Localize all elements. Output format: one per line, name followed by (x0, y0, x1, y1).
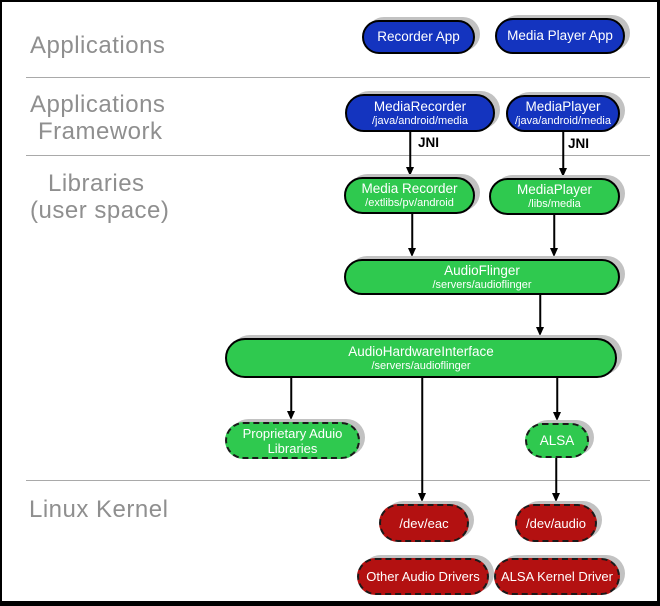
arrowhead-icon (559, 168, 567, 177)
node-alsa-kernel-driver: ALSA Kernel Driver (494, 558, 620, 595)
arrow-shaft (555, 458, 557, 495)
arrow-mediaplayer-to-audioflinger (549, 215, 559, 257)
node-media-player-app-title: Media Player App (507, 28, 613, 43)
arrow-shaft (556, 378, 558, 414)
arrow-ahi-to-alsa (552, 378, 562, 421)
node-audiohardwareinterface-title: AudioHardwareInterface (348, 343, 494, 359)
layer-label-framework-line1: Applications (30, 91, 166, 118)
node-mediaplayer-framework: MediaPlayer /java/android/media (506, 95, 620, 132)
layer-label-framework-line2: Framework (38, 118, 163, 145)
arrow-shaft (539, 295, 541, 329)
node-other-audio-drivers: Other Audio Drivers (357, 558, 489, 595)
node-proprietary-line2: Libraries (267, 440, 318, 456)
node-proprietary-audio-libraries: Proprietary Aduio Libraries (225, 422, 360, 459)
arrowhead-icon (536, 327, 544, 336)
node-mediarecorder-framework: MediaRecorder /java/android/media (345, 94, 495, 132)
node-alsa-title: ALSA (539, 432, 575, 448)
node-media-player-app: Media Player App (495, 18, 625, 54)
node-dev-eac: /dev/eac (379, 504, 469, 542)
arrow-shaft (411, 214, 413, 250)
arrow-ahi-to-proprietary (286, 378, 296, 420)
arrow-alsa-to-dev-audio (551, 458, 561, 502)
node-mediaplayer-framework-path: /java/android/media (514, 115, 611, 127)
node-mediaplayer-library-title: MediaPlayer (516, 182, 593, 197)
node-audioflinger-title: AudioFlinger (444, 262, 520, 278)
node-other-audio-drivers-title: Other Audio Drivers (366, 569, 480, 584)
edge-label-jni-right: JNI (568, 136, 590, 151)
edge-label-jni-left: JNI (418, 135, 440, 150)
arrow-shaft (421, 378, 423, 495)
arrow-ahi-to-dev-eac (417, 378, 427, 502)
layer-label-applications: Applications (30, 32, 166, 59)
node-audioflinger-path: /servers/audioflinger (432, 278, 532, 291)
arrowhead-icon (287, 411, 295, 420)
arrowhead-icon (553, 412, 561, 421)
arrow-mediarecorder-jni (405, 132, 415, 176)
layer-label-libraries-line2: (user space) (30, 197, 170, 224)
arrow-shaft (409, 132, 411, 169)
node-alsa: ALSA (525, 423, 589, 458)
separator-framework-libraries (26, 155, 650, 156)
node-dev-eac-title: /dev/eac (399, 515, 449, 531)
node-mediaplayer-library: MediaPlayer /libs/media (489, 178, 620, 215)
arrowhead-icon (406, 167, 414, 176)
node-recorder-app-title: Recorder App (377, 29, 460, 44)
node-proprietary-line1: Proprietary Aduio (242, 425, 343, 441)
node-audiohardwareinterface-path: /servers/audioflinger (371, 359, 471, 372)
node-mediarecorder-framework-path: /java/android/media (371, 114, 468, 127)
node-alsa-kernel-driver-title: ALSA Kernel Driver (501, 569, 613, 584)
separator-applications-framework (26, 77, 650, 78)
node-mediaplayer-library-path: /libs/media (528, 198, 581, 210)
node-media-recorder-library: Media Recorder /extlibs/pv/android (344, 177, 475, 214)
separator-libraries-kernel (26, 480, 650, 481)
arrowhead-icon (552, 493, 560, 502)
arrow-shaft (562, 132, 564, 170)
layer-label-libraries-line1: Libraries (48, 170, 145, 197)
arrow-mediaplayer-jni (558, 132, 568, 177)
node-audioflinger: AudioFlinger /servers/audioflinger (344, 259, 620, 295)
arrow-mediarecorder-to-audioflinger (407, 214, 417, 257)
node-recorder-app: Recorder App (362, 20, 475, 54)
node-dev-audio: /dev/audio (515, 504, 597, 542)
node-media-recorder-library-title: Media Recorder (361, 181, 458, 196)
arrowhead-icon (418, 493, 426, 502)
node-mediaplayer-framework-title: MediaPlayer (525, 99, 601, 114)
arrow-shaft (290, 378, 292, 413)
node-audiohardwareinterface: AudioHardwareInterface /servers/audiofli… (225, 338, 617, 378)
arrow-audioflinger-to-ahi (535, 295, 545, 336)
node-mediarecorder-framework-title: MediaRecorder (373, 98, 467, 114)
node-dev-audio-title: /dev/audio (526, 515, 586, 531)
arrow-shaft (553, 215, 555, 250)
layer-label-linux-kernel: Linux Kernel (29, 496, 169, 523)
node-media-recorder-library-path: /extlibs/pv/android (365, 197, 454, 209)
arrowhead-icon (408, 248, 416, 257)
arrowhead-icon (550, 248, 558, 257)
